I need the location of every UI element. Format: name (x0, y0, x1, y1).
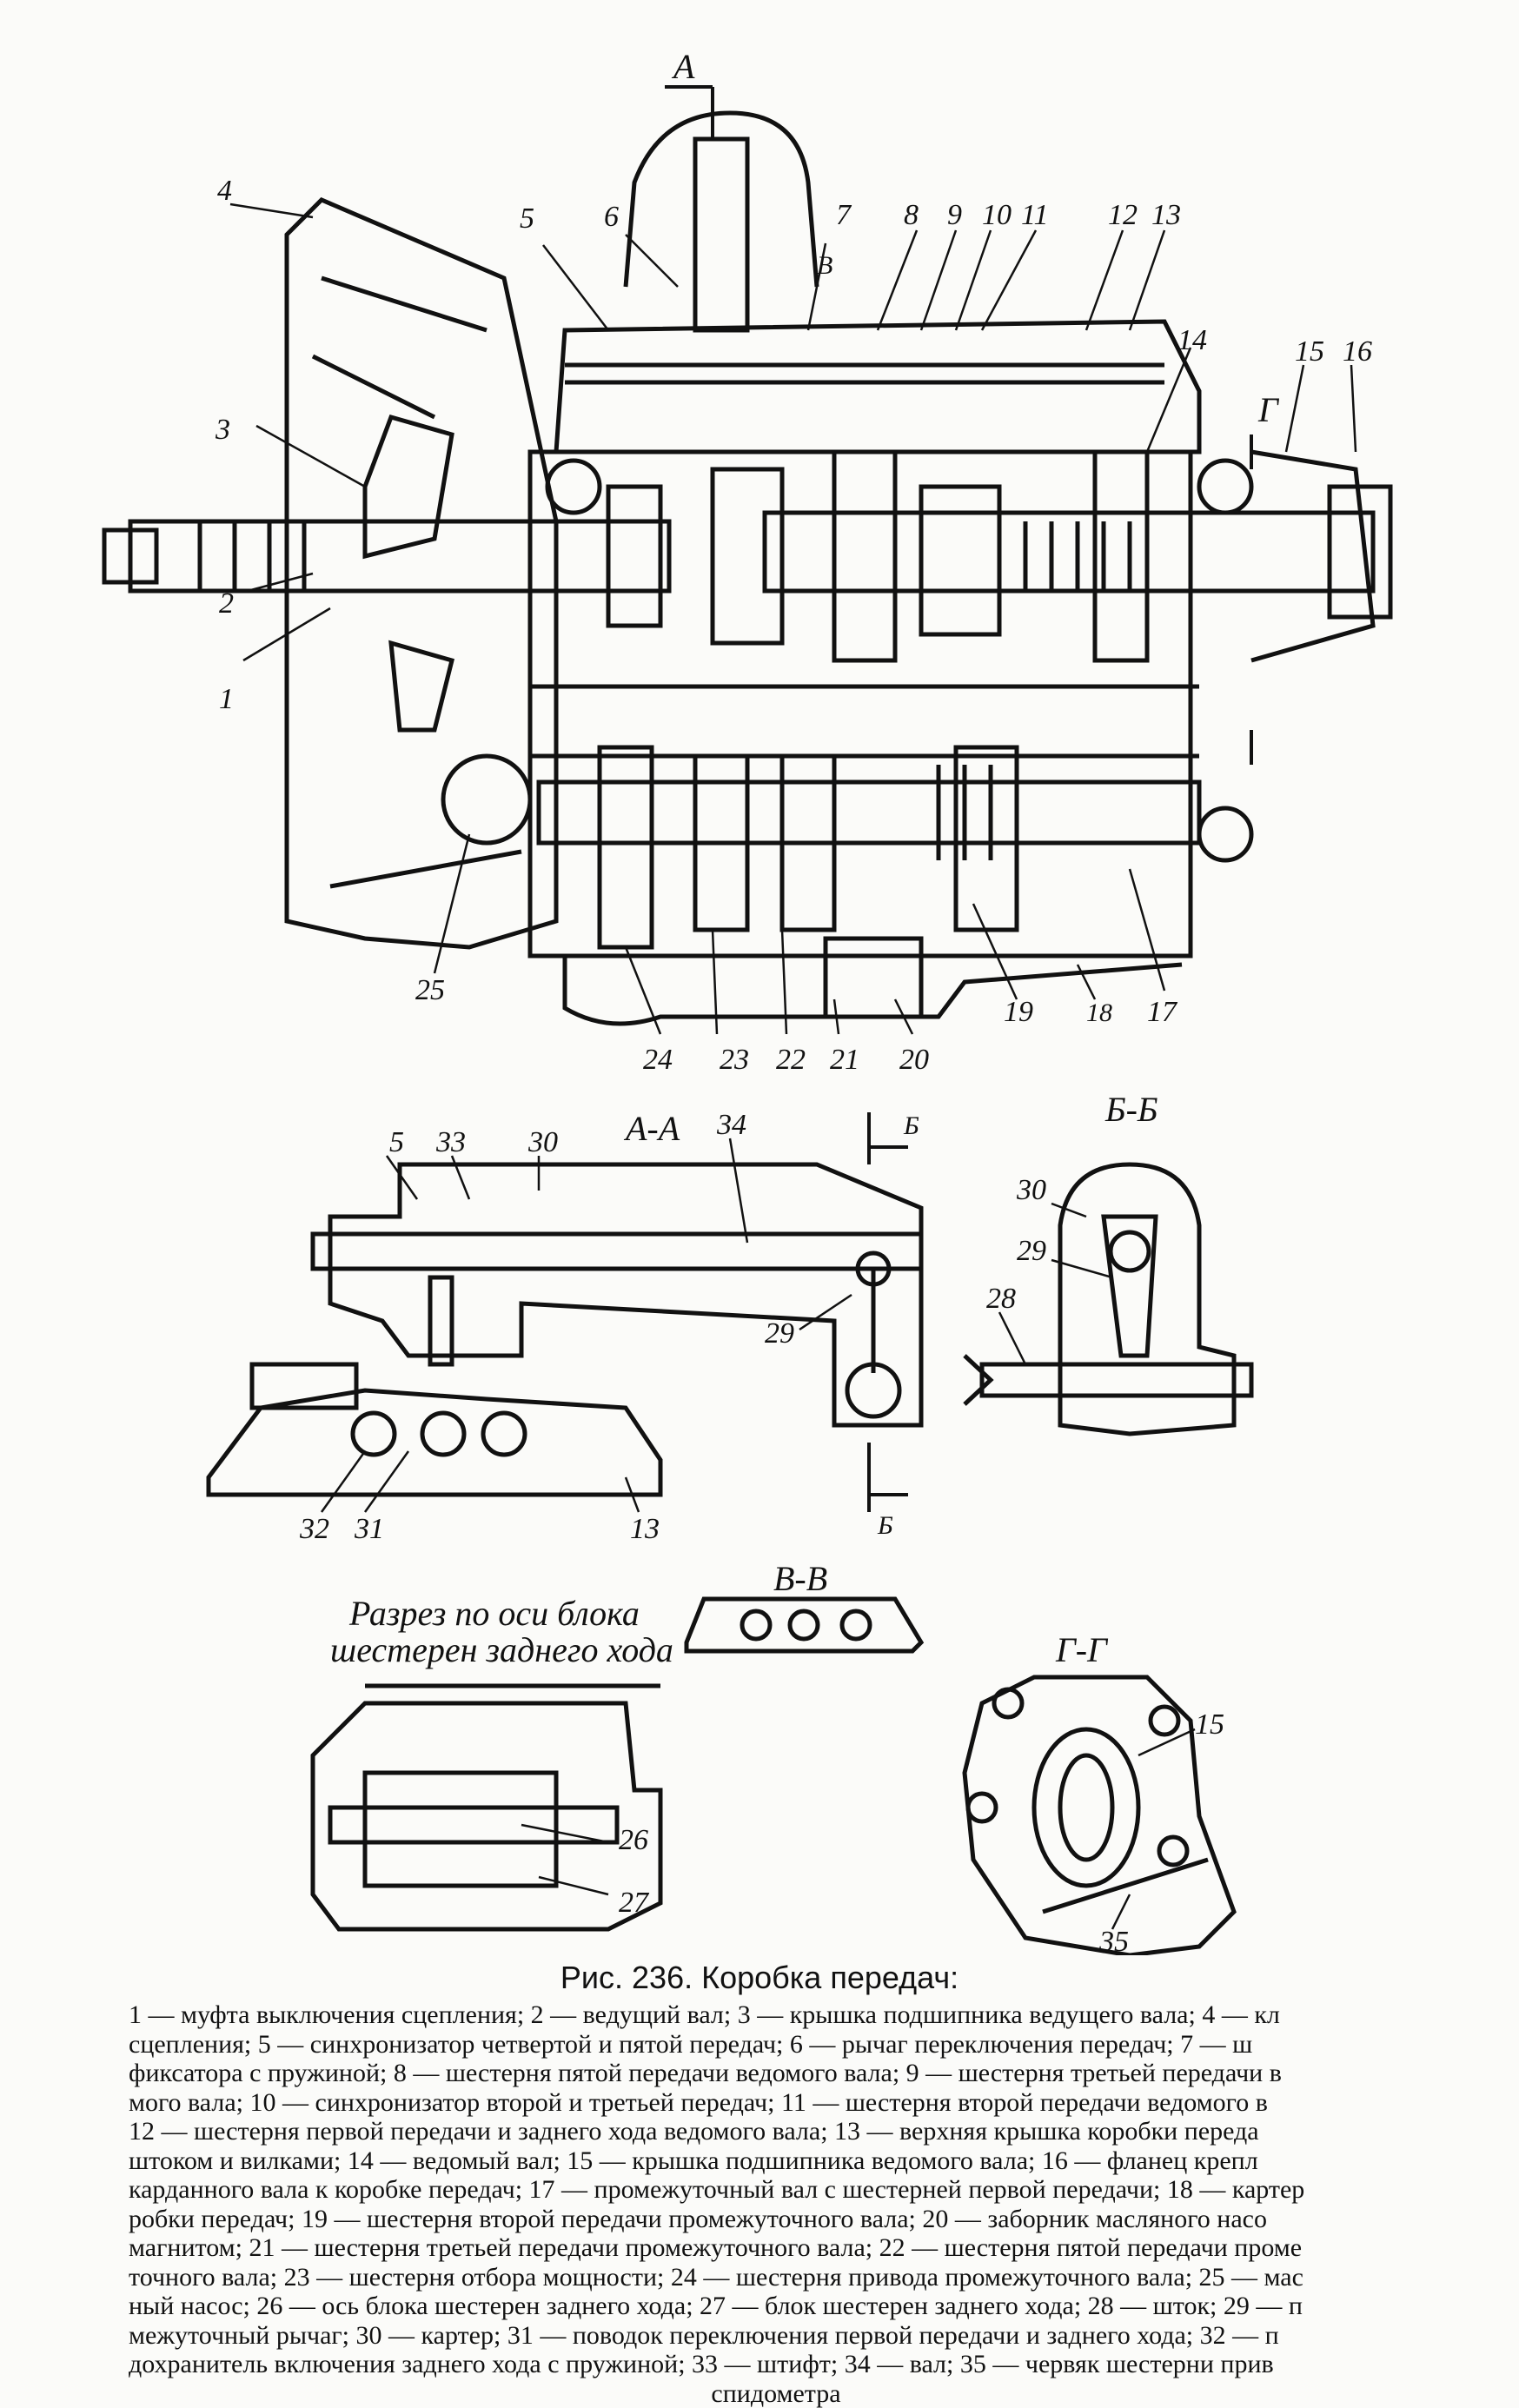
part-number-5b: 5 (389, 1126, 404, 1158)
legend-line: 1 — муфта выключения сцепления; 2 — веду… (129, 2000, 1423, 2030)
part-number-28: 28 (986, 1283, 1016, 1315)
legend-line: карданного вала к коробке передач; 17 — … (129, 2175, 1423, 2205)
legend-line: робки передач; 19 — шестерня второй пере… (129, 2205, 1423, 2234)
legend-line: 12 — шестерня первой передачи и заднего … (129, 2117, 1423, 2146)
part-number-33: 33 (435, 1126, 466, 1158)
part-number-20: 20 (899, 1044, 929, 1076)
legend-line: межуточный рычаг; 30 — картер; 31 — пово… (129, 2321, 1423, 2351)
part-number-15b: 15 (1195, 1708, 1224, 1741)
part-number-19: 19 (1004, 996, 1033, 1028)
gearbox-drawing: А В Г 4 5 6 7 8 9 10 11 (0, 0, 1519, 1955)
part-labels-section-bb: 30 29 28 (986, 1174, 1046, 1315)
cut-mark-a: А (671, 47, 695, 86)
part-number-35: 35 (1098, 1926, 1129, 1955)
part-labels-section-aa: 5 33 30 34 29 32 31 13 (299, 1109, 794, 1545)
part-number-10: 10 (982, 199, 1012, 231)
part-number-17: 17 (1147, 996, 1178, 1028)
legend-line: дохранитель включения заднего хода с пру… (129, 2350, 1423, 2379)
part-number-13b: 13 (630, 1513, 660, 1545)
part-number-23: 23 (720, 1044, 749, 1076)
part-number-7: 7 (836, 199, 852, 231)
cut-mark-g: Г (1257, 390, 1280, 429)
legend-line: спидометра (129, 2379, 1423, 2408)
part-number-8: 8 (904, 199, 919, 231)
reverse-section-title-2: шестерен заднего хода (330, 1630, 673, 1669)
part-labels-reverse: 26 27 (619, 1824, 650, 1919)
part-number-27: 27 (619, 1887, 650, 1919)
part-number-12: 12 (1108, 199, 1138, 231)
legend-line: сцепления; 5 — синхронизатор четвертой и… (129, 2030, 1423, 2060)
part-number-2: 2 (219, 587, 234, 620)
section-aa-title: А-А (623, 1109, 680, 1148)
part-number-6: 6 (604, 201, 619, 233)
part-number-11: 11 (1021, 199, 1048, 231)
part-number-32: 32 (299, 1513, 329, 1545)
part-number-15: 15 (1295, 335, 1324, 368)
part-number-1: 1 (219, 683, 234, 715)
part-number-13: 13 (1151, 199, 1181, 231)
part-number-29b: 29 (1017, 1235, 1046, 1267)
figure-caption: Рис. 236. Коробка передач: (0, 1960, 1519, 1996)
part-number-5: 5 (520, 202, 534, 235)
part-number-16: 16 (1343, 335, 1372, 368)
part-number-4: 4 (217, 175, 232, 207)
part-number-3: 3 (215, 414, 230, 446)
legend-line: фиксатора с пружиной; 8 — шестерня пятой… (129, 2059, 1423, 2088)
part-number-30b: 30 (1016, 1174, 1046, 1206)
legend-line: точного вала; 23 — шестерня отбора мощно… (129, 2263, 1423, 2292)
part-number-22: 22 (776, 1044, 806, 1076)
part-number-25: 25 (415, 974, 445, 1006)
part-number-34: 34 (716, 1109, 746, 1141)
legend-line: штоком и вилками; 14 — ведомый вал; 15 —… (129, 2146, 1423, 2176)
part-number-31: 31 (354, 1513, 384, 1545)
reverse-section-title-1: Разрез по оси блока (348, 1594, 640, 1633)
part-number-21: 21 (830, 1044, 859, 1076)
part-number-24: 24 (643, 1044, 673, 1076)
cut-mark-b-top: Б (903, 1111, 919, 1140)
part-number-30: 30 (527, 1126, 558, 1158)
figure-legend: 1 — муфта выключения сцепления; 2 — веду… (129, 2000, 1423, 2408)
part-number-29: 29 (765, 1317, 794, 1350)
part-number-9: 9 (947, 199, 962, 231)
part-number-18: 18 (1086, 998, 1112, 1027)
legend-line: магнитом; 21 — шестерня третьей передачи… (129, 2233, 1423, 2263)
section-gg-title: Г-Г (1055, 1630, 1109, 1669)
legend-line: мого вала; 10 — синхронизатор второй и т… (129, 2088, 1423, 2118)
part-number-14: 14 (1177, 324, 1207, 356)
section-bb-title: Б-Б (1104, 1090, 1158, 1129)
part-number-26: 26 (619, 1824, 648, 1856)
legend-line: ный насос; 26 — ось блока шестерен задне… (129, 2292, 1423, 2321)
cut-mark-b-bottom: Б (877, 1511, 893, 1540)
section-vv-title: В-В (773, 1559, 827, 1598)
